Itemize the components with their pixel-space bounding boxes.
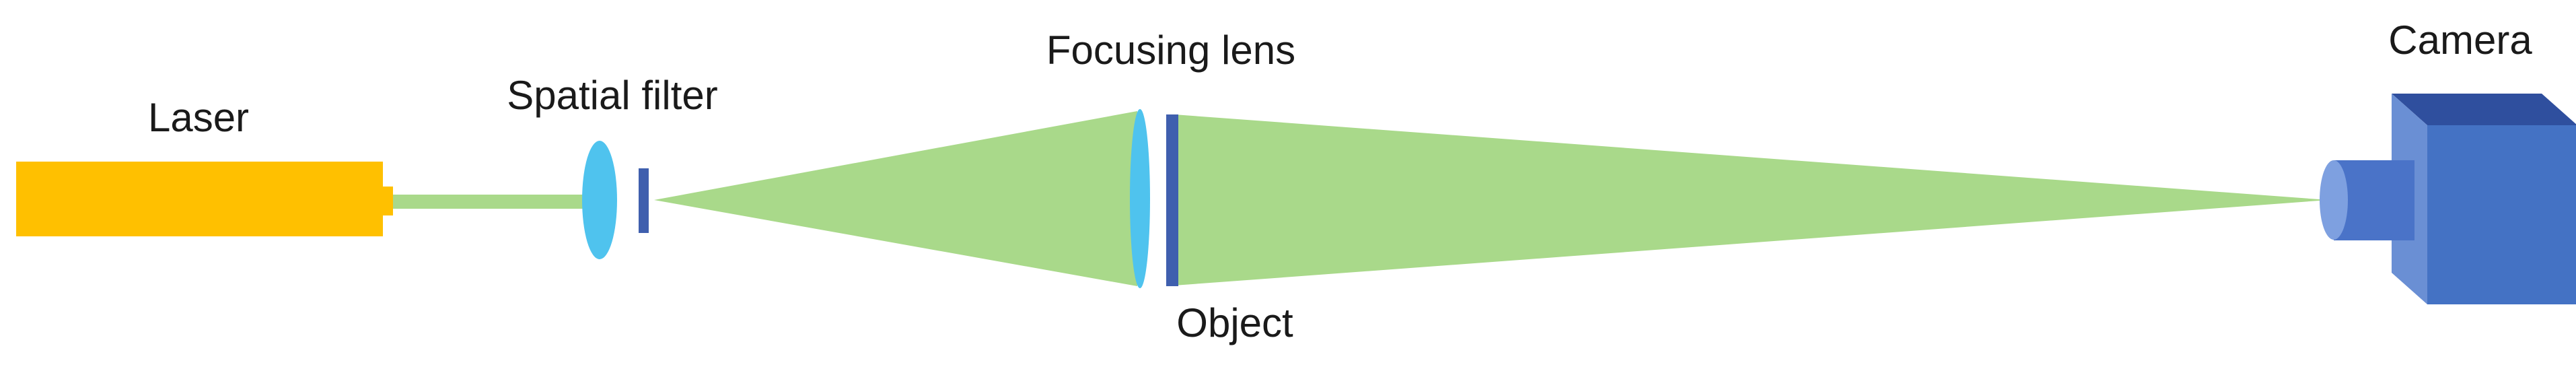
camera-label: Camera bbox=[2388, 18, 2532, 63]
spatial-filter-lens bbox=[582, 141, 617, 259]
diverging-beam bbox=[654, 111, 1137, 286]
laser-nozzle bbox=[381, 187, 393, 215]
laser-beam bbox=[387, 195, 596, 209]
object-label: Object bbox=[1176, 300, 1293, 345]
camera-top bbox=[2392, 94, 2576, 125]
focusing-lens-label: Focusing lens bbox=[1046, 28, 1295, 73]
camera-lens-front bbox=[2320, 160, 2348, 240]
laser-label: Laser bbox=[148, 95, 249, 140]
spatial-filter-label: Spatial filter bbox=[507, 73, 717, 118]
converging-beam bbox=[1174, 114, 2328, 286]
camera-front bbox=[2427, 125, 2576, 304]
object-plate bbox=[1166, 114, 1178, 286]
spatial-filter-aperture bbox=[639, 168, 649, 233]
laser-body bbox=[16, 162, 383, 236]
focusing-lens bbox=[1130, 109, 1150, 288]
